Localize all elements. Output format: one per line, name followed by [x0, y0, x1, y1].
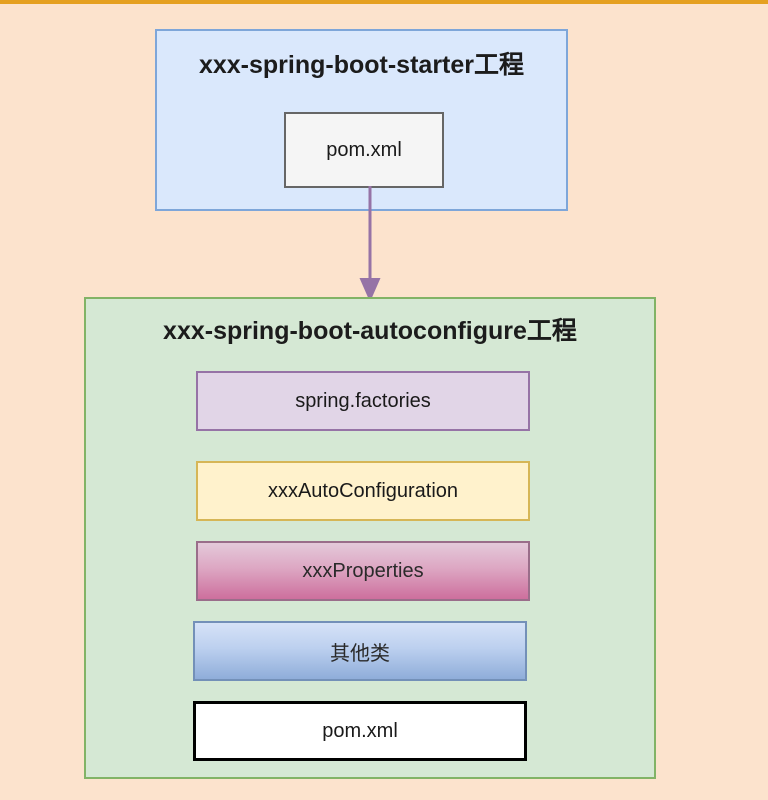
top-accent-rule	[0, 0, 768, 4]
xxx-autoconfiguration-label: xxxAutoConfiguration	[267, 479, 459, 502]
other-classes-label: 其他类	[330, 642, 390, 665]
xxx-properties-label: xxxProperties	[302, 559, 424, 582]
starter-pom-xml-label: pom.xml	[326, 138, 402, 161]
autoconfigure-project-title: xxx-spring-boot-autoconfigure工程	[163, 317, 577, 345]
spring-factories-label: spring.factories	[295, 389, 431, 412]
autoconfigure-pom-xml-node[interactable]: pom.xml	[193, 701, 527, 761]
starter-project-title: xxx-spring-boot-starter工程	[198, 51, 525, 79]
other-classes-node[interactable]: 其他类	[193, 621, 527, 681]
spring-factories-node[interactable]: spring.factories	[196, 371, 530, 431]
autoconfigure-pom-xml-label: pom.xml	[322, 719, 398, 742]
starter-pom-xml-node[interactable]: pom.xml	[284, 112, 444, 188]
xxx-autoconfiguration-node[interactable]: xxxAutoConfiguration	[196, 461, 530, 521]
xxx-properties-node[interactable]: xxxProperties	[196, 541, 530, 601]
